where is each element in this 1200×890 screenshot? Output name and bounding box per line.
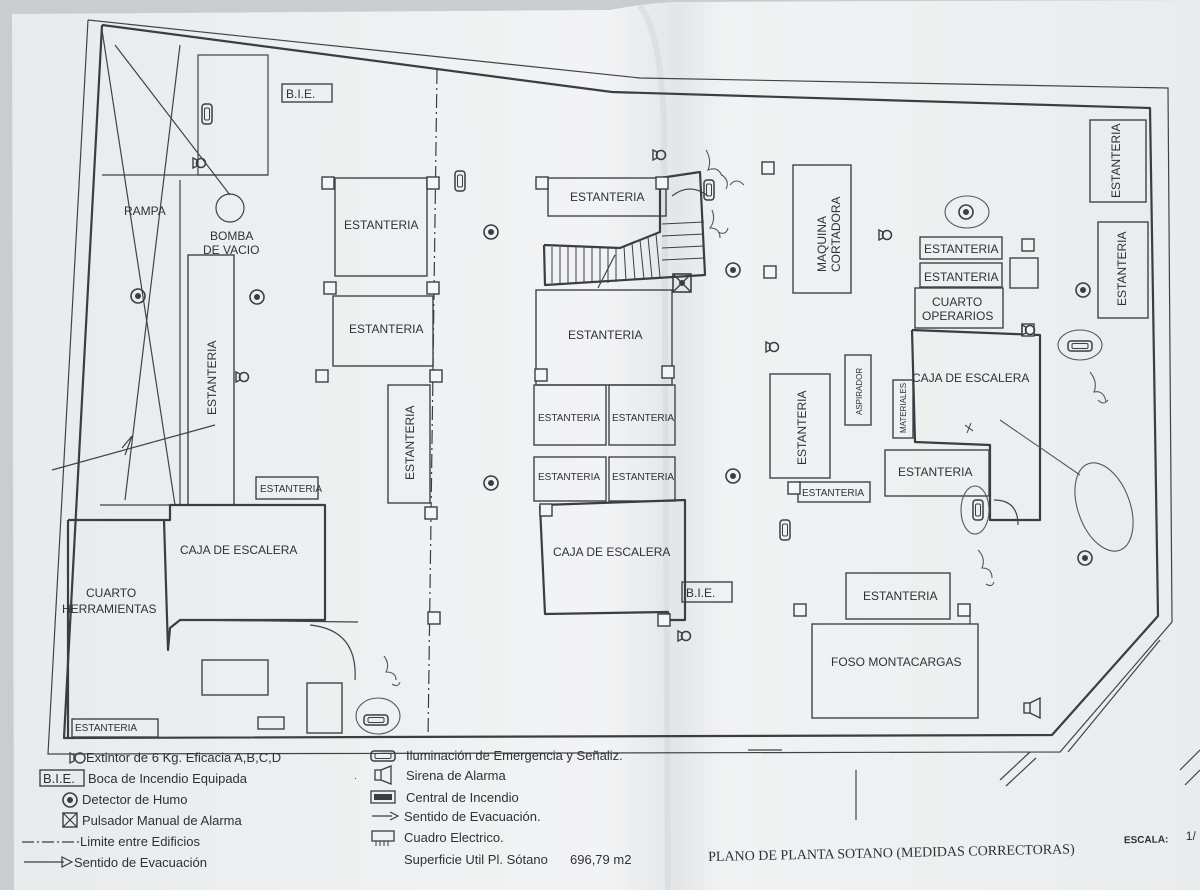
central-stairs <box>542 170 709 289</box>
cutting-machine-label-line2: CORTADORA <box>829 196 843 272</box>
shelf-edge-mid: ESTANTERIA <box>1115 232 1129 306</box>
legend-left: Extintor de 6 Kg. Eficacia A,B,C,D B.I.E… <box>22 750 281 870</box>
shelf-right-stack-1: ESTANTERIA <box>924 242 998 256</box>
bie-center-label: B.I.E. <box>686 586 715 600</box>
building-boundary-line <box>427 69 438 741</box>
shelf-right-wide: ESTANTERIA <box>898 465 972 479</box>
shelf-center-top: ESTANTERIA <box>570 190 644 204</box>
stair-box-center-label: CAJA DE ESCALERA <box>553 545 670 559</box>
svg-text:1/: 1/ <box>1186 829 1197 843</box>
legend-superficie-label: Superficie Util Pl. Sótano <box>404 852 548 867</box>
shelf-right-vertical: ESTANTERIA <box>795 391 809 465</box>
tool-room-label-line1: CUARTO <box>86 586 136 600</box>
shelf-center-c: ESTANTERIA <box>538 472 600 483</box>
legend-sirena: Sirena de Alarma <box>406 768 506 783</box>
pump-label-line2: DE VACIO <box>203 243 259 257</box>
legend-bie: Boca de Incendio Equipada <box>88 771 248 786</box>
legend-bie-abbr: B.I.E. <box>43 771 75 786</box>
legend-superficie-value: 696,79 m2 <box>570 852 631 867</box>
alarm-siren <box>1023 696 1041 720</box>
stair-box-left: CAJA DE ESCALERA CUARTO HERRAMIENTAS EST… <box>62 503 359 738</box>
shelf-center-a: ESTANTERIA <box>538 413 600 424</box>
operators-room-label-line2: OPERARIOS <box>922 309 993 323</box>
legend-limite: Limite entre Edificios <box>80 834 200 849</box>
shelf-mid-upper: ESTANTERIA <box>344 218 418 232</box>
tool-room-label-line2: HERRAMIENTAS <box>62 602 156 616</box>
lift-pit-label: FOSO MONTACARGAS <box>831 655 961 669</box>
legend-extintor: Extintor de 6 Kg. Eficacia A,B,C,D <box>86 750 281 765</box>
shelf-mid-vertical: ESTANTERIA <box>403 406 417 480</box>
vacuum-label: ASPIRADOR <box>855 368 864 415</box>
materials-label: MATERIALES <box>899 383 908 433</box>
shelf-center-b: ESTANTERIA <box>612 413 674 424</box>
stair-box-left-label: CAJA DE ESCALERA <box>180 543 297 557</box>
shelf-mid-lower: ESTANTERIA <box>349 322 423 336</box>
stair-box-right: CAJA DE ESCALERA ESTANTERIA <box>884 328 1042 526</box>
bie-top-label: B.I.E. <box>286 87 315 101</box>
handwritten-annotations <box>355 149 1200 820</box>
legend-iluminacion: Iluminación de Emergencia y Señaliz. <box>406 748 623 763</box>
shelf-bottom-left: ESTANTERIA <box>75 723 137 734</box>
cutting-machine-label-line1: MAQUINA <box>815 216 829 272</box>
legend-sentido-right: Sentido de Evacuación. <box>404 809 541 824</box>
legend-cuadro: Cuadro Electrico. <box>404 830 504 845</box>
operators-room-label-line1: CUARTO <box>932 295 982 309</box>
ramp-label: RAMPA <box>124 204 166 218</box>
ramp-area: RAMPA <box>51 29 269 506</box>
shelf-left-small: ESTANTERIA <box>260 484 322 495</box>
building-walls <box>47 19 1173 755</box>
shelf-foso: ESTANTERIA <box>863 589 937 603</box>
legend-detector: Detector de Humo <box>82 792 188 807</box>
shelf-left-vertical: ESTANTERIA <box>205 341 219 415</box>
shelf-right-stack-2: ESTANTERIA <box>924 270 998 284</box>
svg-text:.: . <box>354 771 357 782</box>
shelf-edge-top: ESTANTERIA <box>1109 124 1123 198</box>
manual-alarm-pushbutton <box>672 273 692 293</box>
stair-box-right-label: CAJA DE ESCALERA <box>912 371 1029 385</box>
shelf-right-small: ESTANTERIA <box>802 488 864 499</box>
scale-label: ESCALA: <box>1124 834 1169 846</box>
legend-central: Central de Incendio <box>406 790 519 805</box>
legend-sentido-left: Sentido de Evacuación <box>74 855 207 870</box>
shelf-center-d: ESTANTERIA <box>612 472 674 483</box>
legend-right: Iluminación de Emergencia y Señaliz. . S… <box>354 748 631 867</box>
shelf-center-large: ESTANTERIA <box>568 328 642 342</box>
legend-pulsador: Pulsador Manual de Alarma <box>82 813 242 828</box>
pump-label-line1: BOMBA <box>210 229 253 243</box>
